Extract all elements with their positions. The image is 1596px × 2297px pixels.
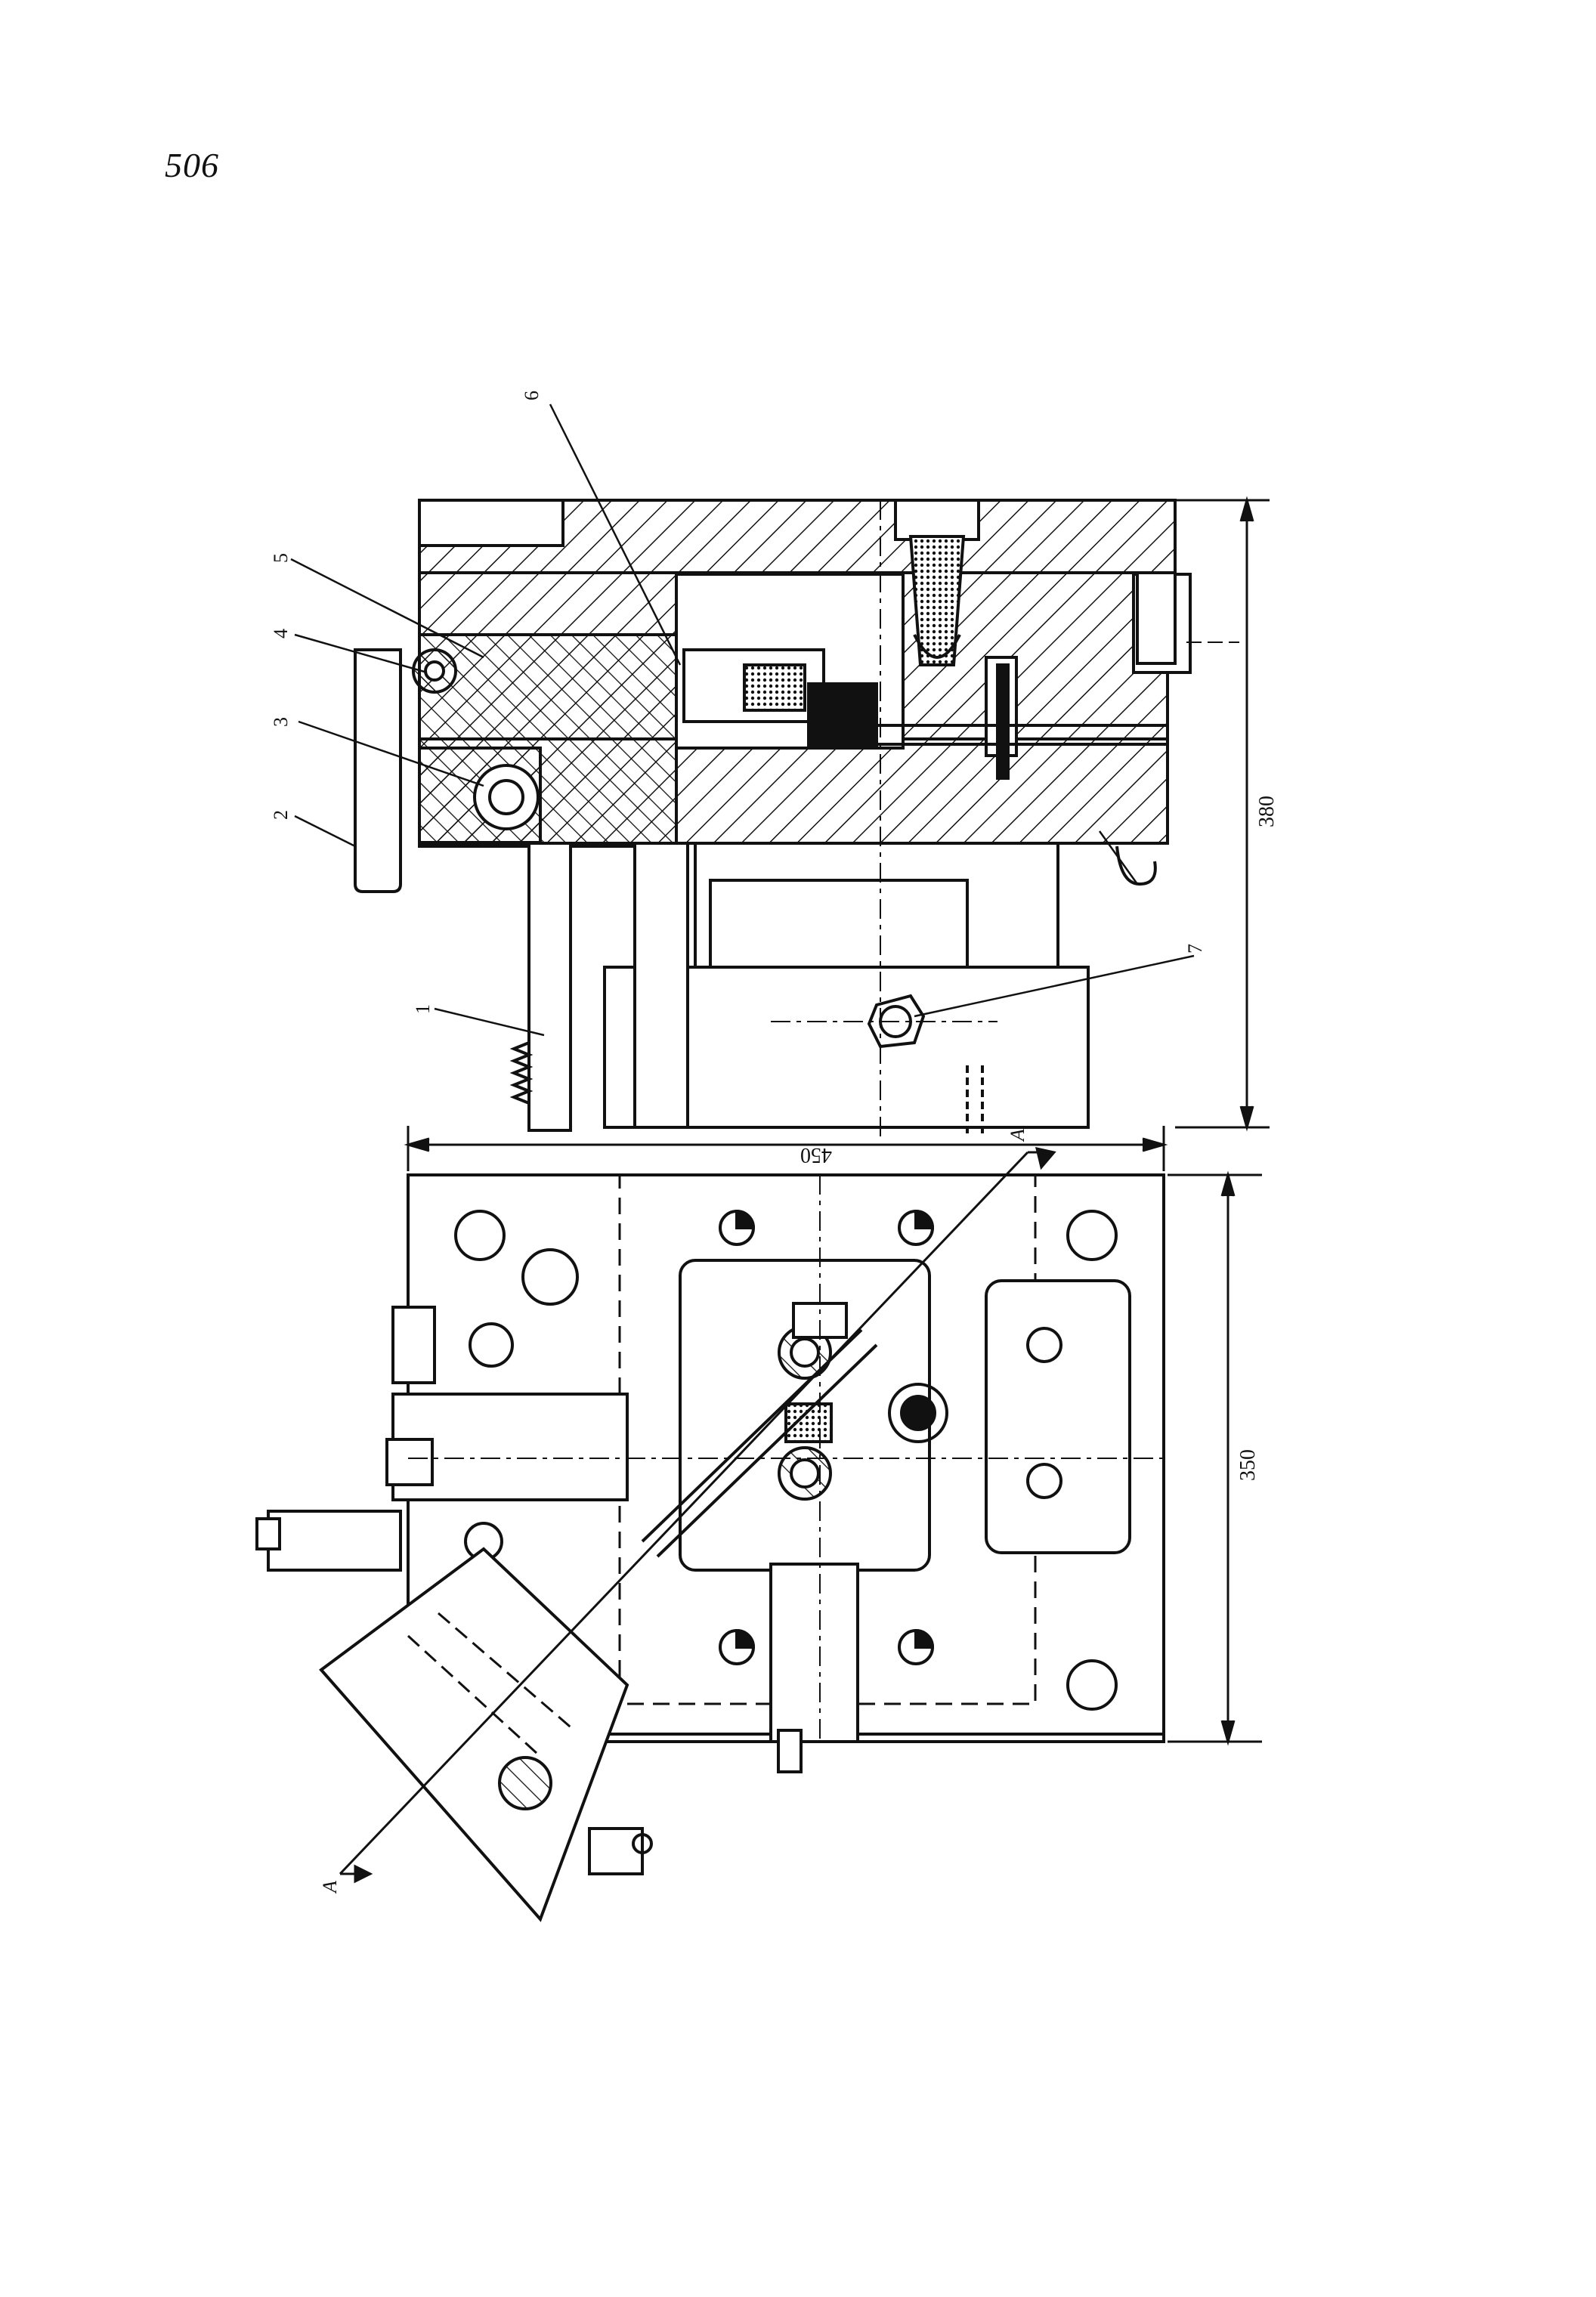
- callout-3: 3: [270, 717, 292, 727]
- callout-7: 7: [1184, 944, 1206, 954]
- section-label-top: A: [1007, 1129, 1028, 1142]
- section-label-bottom: A: [319, 1881, 341, 1894]
- section-view: [354, 499, 1239, 1141]
- plan-view: [255, 1151, 1165, 1922]
- page-number: 506: [165, 146, 219, 184]
- dimension-label-350: 350: [1236, 1449, 1260, 1481]
- dimension-380: [1175, 496, 1270, 1132]
- callout-1: 1: [412, 1004, 434, 1014]
- section-arrow-bottom: [340, 1864, 373, 1884]
- callout-4: 4: [270, 629, 292, 638]
- callout-leaders-top: [290, 403, 1195, 1037]
- dimension-350: [1168, 1170, 1262, 1746]
- callout-2: 2: [270, 810, 292, 820]
- dimension-label-380: 380: [1255, 796, 1279, 827]
- callout-6: 6: [521, 391, 543, 400]
- dimension-label-450: 450: [800, 1143, 832, 1167]
- dimension-450: [404, 1126, 1168, 1171]
- section-arrow-top: [1028, 1147, 1056, 1170]
- callout-5: 5: [270, 553, 292, 563]
